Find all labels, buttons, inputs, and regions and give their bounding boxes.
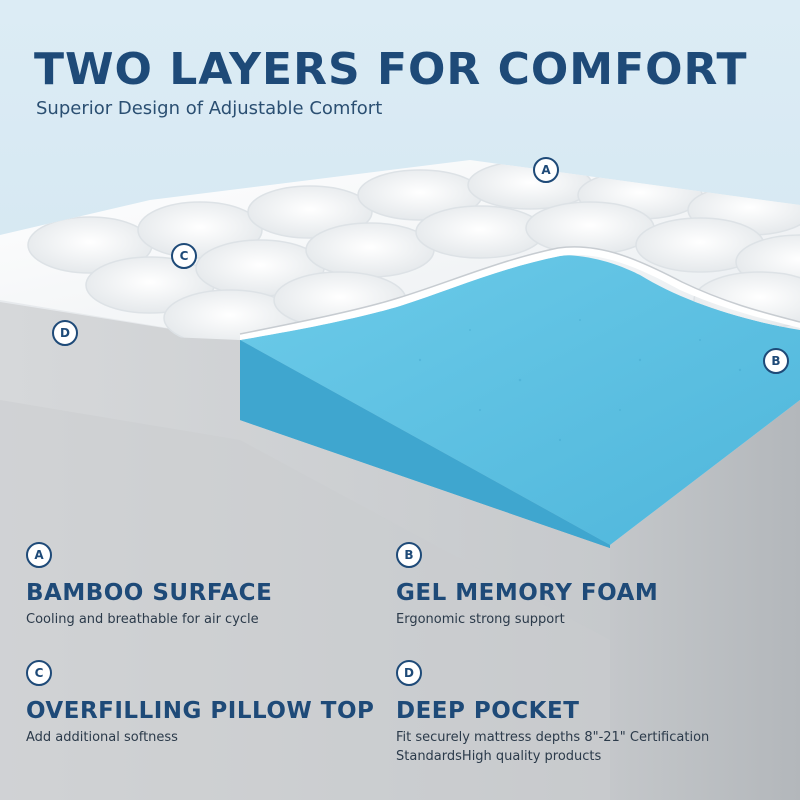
- mattress-base-front: [0, 300, 610, 800]
- feature-description: Ergonomic strong support: [396, 612, 565, 627]
- feature-marker-d: D: [396, 660, 422, 686]
- feature-gel-memory-foam: B GEL MEMORY FOAM Ergonomic strong suppo…: [396, 542, 776, 629]
- image-marker-b: B: [763, 348, 789, 374]
- feature-bamboo-surface: A BAMBOO SURFACE Cooling and breathable …: [26, 542, 406, 629]
- image-marker-c: C: [171, 243, 197, 269]
- feature-description: Fit securely mattress depths 8"-21" Cert…: [396, 730, 710, 764]
- feature-description: Add additional softness: [26, 730, 178, 745]
- feature-title: GEL MEMORY FOAM: [396, 580, 659, 606]
- feature-marker-a: A: [26, 542, 52, 568]
- feature-title: BAMBOO SURFACE: [26, 580, 273, 606]
- feature-deep-pocket: D DEEP POCKET Fit securely mattress dept…: [396, 660, 776, 766]
- feature-marker-b: B: [396, 542, 422, 568]
- peeled-lining: [240, 246, 800, 340]
- feature-overfilling-pillow-top: C OVERFILLING PILLOW TOP Add additional …: [26, 660, 406, 747]
- feature-title: DEEP POCKET: [396, 698, 580, 724]
- image-marker-a: A: [533, 157, 559, 183]
- gel-foam-top: [240, 254, 800, 545]
- feature-title: OVERFILLING PILLOW TOP: [26, 698, 375, 724]
- feature-description: Cooling and breathable for air cycle: [26, 612, 259, 627]
- image-marker-d: D: [52, 320, 78, 346]
- mattress-base-side: [610, 400, 800, 800]
- feature-marker-c: C: [26, 660, 52, 686]
- page-subtitle: Superior Design of Adjustable Comfort: [36, 98, 383, 119]
- page-title: TWO LAYERS FOR COMFORT: [34, 44, 748, 95]
